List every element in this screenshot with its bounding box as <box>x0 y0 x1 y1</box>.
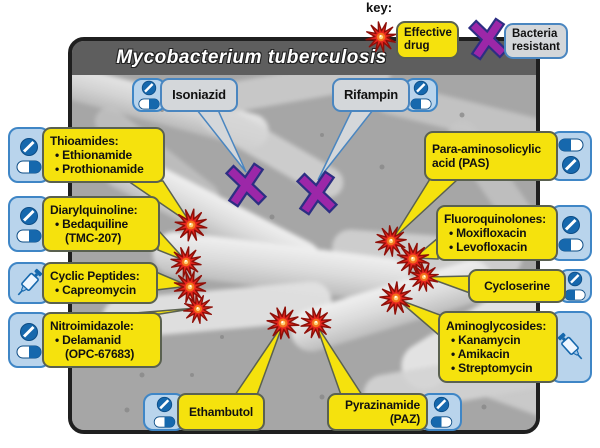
callout-drug-item: • Delamanid <box>55 333 122 347</box>
capsule-icon <box>430 416 452 428</box>
capsule-icon <box>564 289 586 301</box>
callout-drug-label: Pyrazinamide <box>345 398 420 412</box>
capsule-icon <box>558 238 584 251</box>
callout-drug-label: Isoniazid <box>172 87 226 102</box>
callout-drug-label: Para-aminosolicylic <box>432 142 541 156</box>
callout-ethambutol: Ethambutol <box>143 393 265 431</box>
key-label: key: <box>366 0 393 15</box>
capsule-icon <box>16 160 42 173</box>
capsule-icon <box>153 416 175 428</box>
panel-title: Mycobacterium tuberculosis <box>116 47 387 68</box>
tablet-icon <box>20 322 38 341</box>
callout-drug-item: • Streptomycin <box>451 361 533 375</box>
callout-drug-item: • Prothionamide <box>55 162 144 176</box>
tablet-icon <box>567 271 583 287</box>
tablet-icon <box>20 206 38 225</box>
callout-class-label: Cyclic Peptides: <box>50 269 140 283</box>
capsule-icon <box>16 229 42 242</box>
tablet-icon <box>433 396 449 413</box>
tablet-icon <box>20 137 38 156</box>
callout-drug-item-sub: (OPC-67683) <box>65 347 135 361</box>
key-effective-drug: Effective drug <box>396 21 459 59</box>
callout-drug-item: • Ethionamide <box>55 148 132 162</box>
callout-drug-item: • Moxifloxacin <box>449 226 527 240</box>
key-resistant-label: Bacteria resistant <box>512 28 560 53</box>
callout-drug-label: Cycloserine <box>484 279 550 293</box>
key-effective-label: Effective drug <box>404 27 452 52</box>
callout-drug-item: • Capreomycin <box>55 283 136 297</box>
capsule-icon <box>138 98 160 110</box>
callout-class-label: Nitroimidazole: <box>50 319 134 333</box>
capsule-icon <box>16 345 42 358</box>
callout-class-label: Thioamides: <box>50 134 119 148</box>
callout-pas: Para-aminosolicylic acid (PAS) <box>424 131 592 181</box>
callout-aminoglycosides: Aminoglycosides: • Kanamycin • Amikacin … <box>438 311 592 383</box>
callout-class-label: Diarylquinoline: <box>50 203 138 217</box>
callout-drug-label: Ethambutol <box>189 405 253 419</box>
tablet-icon <box>413 80 429 96</box>
tablet-icon <box>141 80 157 96</box>
callout-drug-label: acid (PAS) <box>432 156 490 170</box>
callout-rifampin: Rifampin <box>332 78 438 112</box>
capsule-icon <box>558 138 584 151</box>
callout-nitroimidazole: Nitroimidazole: • Delamanid (OPC-67683) <box>8 312 162 368</box>
syringe-icon <box>17 268 43 296</box>
callout-drug-item: • Bedaquiline <box>55 217 128 231</box>
tablet-icon <box>562 155 580 174</box>
title-bar: Mycobacterium tuberculosis <box>72 41 536 75</box>
key-bacteria-resistant: Bacteria resistant <box>504 23 568 59</box>
callout-drug-item: • Kanamycin <box>451 333 521 347</box>
callout-drug-label-sub: (PAZ) <box>389 412 420 426</box>
callout-fluoroquinolones: Fluoroquinolones: • Moxifloxacin • Levof… <box>436 205 592 261</box>
callout-drug-item: • Levofloxacin <box>449 240 528 254</box>
callout-thioamides: Thioamides: • Ethionamide • Prothionamid… <box>8 127 165 183</box>
tablet-icon <box>156 396 172 413</box>
callout-drug-item: • Amikacin <box>451 347 510 361</box>
callout-class-label: Fluoroquinolones: <box>444 212 546 226</box>
callout-drug-label: Rifampin <box>343 87 398 102</box>
callout-pyrazinamide: Pyrazinamide (PAZ) <box>327 393 462 431</box>
callout-drug-item-sub: (TMC-207) <box>65 231 122 245</box>
syringe-icon <box>557 332 583 360</box>
callout-class-label: Aminoglycosides: <box>446 319 547 333</box>
tablet-icon <box>562 215 580 234</box>
callout-cyclic-peptides: Cyclic Peptides: • Capreomycin <box>8 262 158 304</box>
callout-diarylquinoline: Diarylquinoline: • Bedaquiline (TMC-207) <box>8 196 160 252</box>
callout-cycloserine: Cycloserine <box>468 269 592 303</box>
capsule-icon <box>410 98 432 110</box>
callout-isoniazid: Isoniazid <box>132 78 238 112</box>
